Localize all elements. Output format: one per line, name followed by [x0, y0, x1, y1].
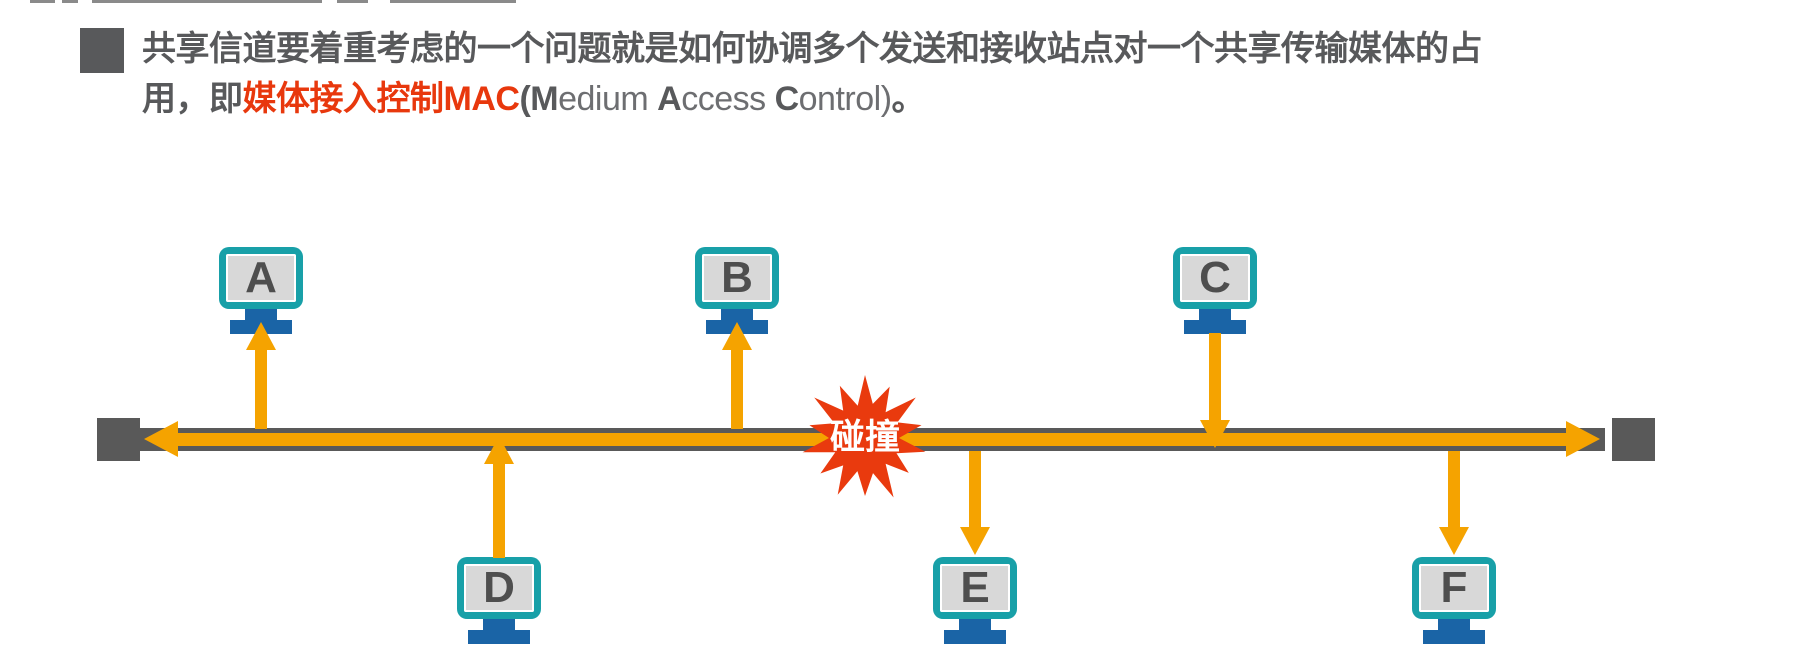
station-e: E [933, 557, 1017, 644]
signal-line-d [493, 460, 505, 558]
station-a-label: A [245, 253, 277, 302]
signal-arrowhead-from-d [484, 436, 514, 464]
signal-arrowhead-to-b [722, 322, 752, 350]
bus-terminator-left [97, 418, 140, 461]
station-d-label: D [483, 563, 515, 612]
station-c-label: C [1199, 253, 1231, 302]
signal-line-b [731, 346, 743, 429]
station-b-monitor: B [695, 247, 779, 309]
station-f-stand-base [1423, 630, 1485, 644]
station-f: F [1412, 557, 1496, 644]
station-e-monitor: E [933, 557, 1017, 619]
signal-line-a [255, 346, 267, 429]
collision-burst-shape [802, 375, 926, 498]
station-b-stand-neck [721, 309, 753, 320]
station-e-label: E [960, 563, 990, 612]
top-remnant-segment [390, 0, 516, 3]
station-b-screen: B [702, 254, 772, 302]
signal-arrowhead-from-c [1200, 420, 1230, 448]
station-a: A [219, 247, 303, 334]
headline-line-1: 共享信道要着重考虑的一个问题就是如何协调多个发送和接收站点对一个共享传输媒体的占 [142, 30, 1483, 68]
station-a-monitor: A [219, 247, 303, 309]
station-b-label: B [721, 253, 753, 302]
top-remnant-segment [92, 0, 322, 3]
station-c-stand-base [1184, 320, 1246, 334]
top-remnant-segment [337, 0, 368, 3]
signal-arrowhead-to-f [1439, 527, 1469, 555]
station-d: D [457, 557, 541, 644]
station-c: C [1173, 247, 1257, 334]
headline-bullet [80, 28, 124, 73]
station-e-screen: E [940, 564, 1010, 612]
signal-line-f [1448, 451, 1460, 530]
bus-signal-arrowhead-left [144, 421, 178, 457]
station-b: B [695, 247, 779, 334]
station-a-screen: A [226, 254, 296, 302]
top-remnant-segment [62, 0, 78, 3]
station-d-stand-base [468, 630, 530, 644]
signal-arrowhead-to-e [960, 527, 990, 555]
signal-line-e [969, 451, 981, 530]
collision-burst-icon [802, 375, 926, 498]
collision-label: 碰撞 [829, 418, 900, 457]
station-d-screen: D [464, 564, 534, 612]
top-remnant-segment [30, 0, 55, 3]
station-d-monitor: D [457, 557, 541, 619]
station-c-monitor: C [1173, 247, 1257, 309]
station-f-label: F [1440, 563, 1468, 612]
station-e-stand-neck [959, 619, 991, 630]
station-f-stand-neck [1438, 619, 1470, 630]
signal-line-c [1209, 333, 1221, 423]
bus-terminator-right [1612, 418, 1655, 461]
station-c-stand-neck [1199, 309, 1231, 320]
headline: 共享信道要着重考虑的一个问题就是如何协调多个发送和接收站点对一个共享传输媒体的占… [142, 24, 1642, 124]
signal-arrowhead-to-a [246, 322, 276, 350]
station-f-screen: F [1419, 564, 1489, 612]
station-d-stand-neck [483, 619, 515, 630]
station-a-stand-neck [245, 309, 277, 320]
bus-signal-arrowhead-right [1566, 421, 1600, 457]
station-e-stand-base [944, 630, 1006, 644]
station-f-monitor: F [1412, 557, 1496, 619]
station-c-screen: C [1180, 254, 1250, 302]
headline-line-2: 用，即媒体接入控制MAC(Medium Access Control)。 [142, 80, 926, 118]
